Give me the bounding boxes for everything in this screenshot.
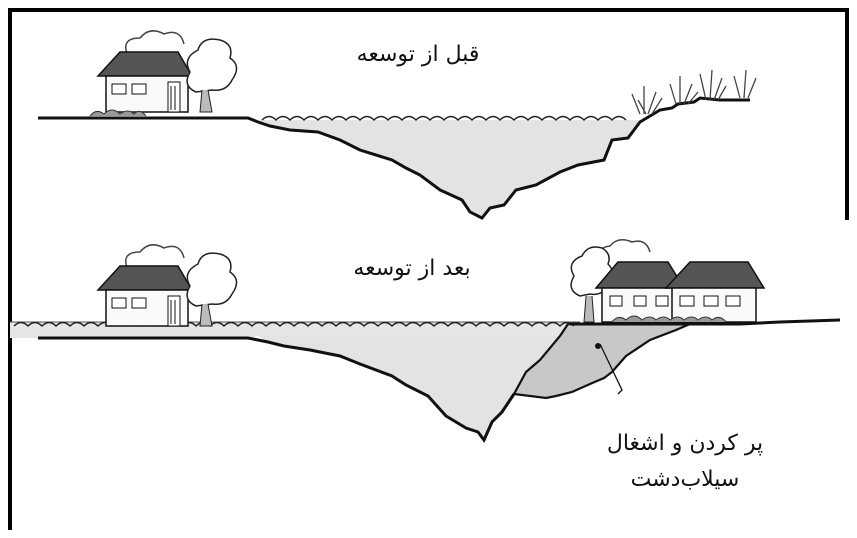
before-development-label: قبل از توسعه [356,42,480,67]
floodplain-fill-label-line2: سیلاب‌دشت [630,467,740,492]
floodplain-fill-label-line1: پر کردن و اشغال [606,431,764,456]
before-channel-bed [38,96,750,220]
after-scene [10,239,841,443]
floodplain-fill-label: پر کردن و اشغال سیلاب‌دشت [585,426,785,498]
before-tree [186,38,238,113]
after-floodplain-fill [512,322,691,400]
before-water-surface [261,115,627,121]
fill-leader-line [599,343,623,395]
before-house [89,30,194,117]
before-scene [38,30,757,220]
after-house-left [96,244,194,327]
after-channel-bed [38,336,516,443]
before-marsh-grass [631,69,757,115]
after-development-label: بعد از توسعه [353,256,471,281]
after-tree-left [186,252,238,327]
after-developed-bank [570,318,841,326]
frame-border [8,8,849,530]
before-channel-water [258,120,640,218]
after-channel-water [258,336,560,440]
fill-leader-dot [595,343,601,349]
after-houses-right [570,239,766,323]
